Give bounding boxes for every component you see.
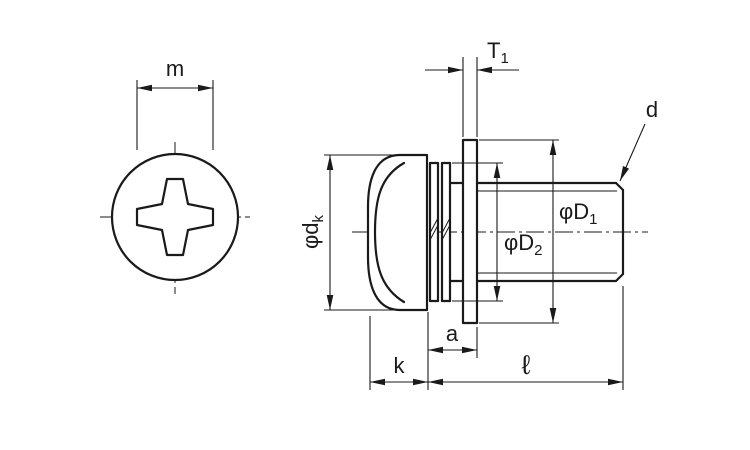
dimension-length: ℓ xyxy=(428,286,624,390)
split-line xyxy=(441,224,451,241)
label-d2: φD2 xyxy=(504,230,543,259)
split-line xyxy=(429,217,439,234)
leader-line xyxy=(619,123,646,182)
dimension-a: a xyxy=(427,312,478,390)
flat-washer xyxy=(461,138,479,325)
split-line xyxy=(441,217,451,234)
label-d: d xyxy=(646,97,658,122)
chamfer-line xyxy=(614,181,625,192)
dimension-m: m xyxy=(136,56,214,150)
pan-head-profile xyxy=(366,153,429,312)
label-m: m xyxy=(166,56,184,81)
front-view xyxy=(100,142,250,294)
label-t1: T1 xyxy=(487,38,509,67)
spring-washer xyxy=(428,161,452,303)
head-dome-arc xyxy=(373,161,406,304)
phillips-recess-cross xyxy=(135,177,215,257)
dimension-d2: φD2 xyxy=(452,162,543,302)
dimension-k: k xyxy=(369,316,428,390)
dimension-t1: T1 xyxy=(425,38,519,137)
label-dk: φdk xyxy=(298,214,327,249)
leader-d: d xyxy=(619,97,658,182)
dimension-d1: φD1 xyxy=(479,139,598,324)
side-view xyxy=(352,138,648,325)
dimension-dk: φdk xyxy=(298,154,398,311)
split-line xyxy=(429,224,439,241)
label-k: k xyxy=(394,353,406,378)
label-length: ℓ xyxy=(522,350,531,380)
label-d1: φD1 xyxy=(559,199,598,228)
label-a: a xyxy=(446,321,459,346)
chamfer-line xyxy=(614,272,625,283)
